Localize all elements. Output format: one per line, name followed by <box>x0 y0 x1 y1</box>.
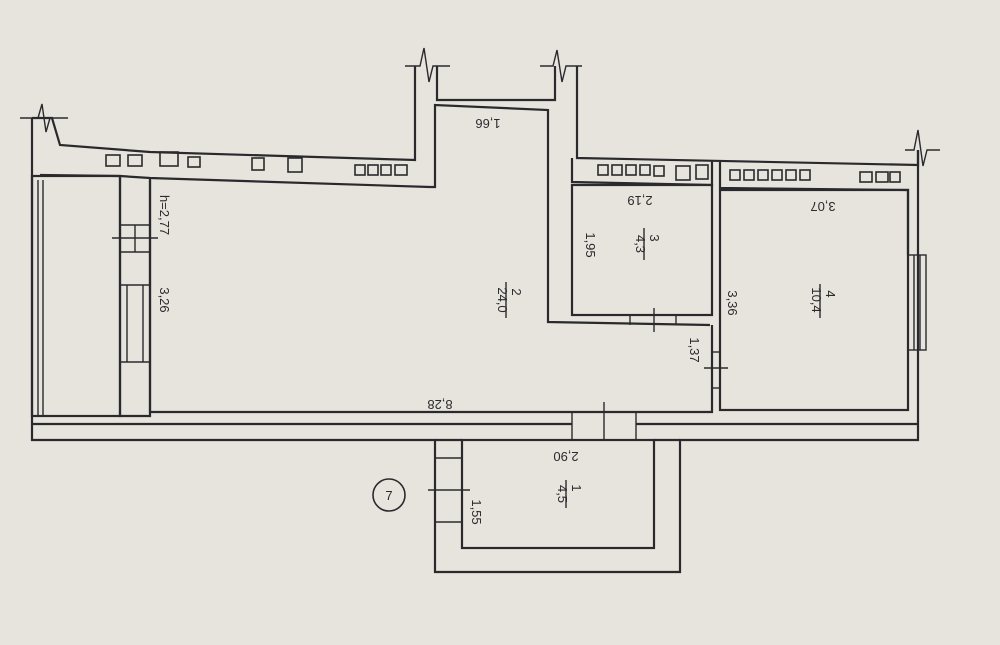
dim-room1-height: 1,55 <box>469 499 484 524</box>
room-labels: 2 24,0 3 4,3 4 10,4 1 4,5 <box>495 228 838 508</box>
height-note: h=2,77 <box>157 195 172 235</box>
room-2-number: 2 <box>509 288 524 295</box>
room-3-number: 3 <box>647 234 662 241</box>
marker-number: 7 <box>385 488 392 503</box>
dim-top-corridor: 1,66 <box>475 116 500 131</box>
dim-room2-height: 3,26 <box>157 287 172 312</box>
room-4-area: 10,4 <box>809 287 824 312</box>
dim-room3-height: 1,95 <box>583 232 598 257</box>
room-3-area: 4,3 <box>633 235 648 253</box>
room-1-number: 1 <box>569 484 584 491</box>
room-4-number: 4 <box>823 290 838 297</box>
dimension-labels: 1,66 2,19 3,07 1,95 3,36 3,26 h=2,77 8,2… <box>157 116 836 525</box>
room-1-area: 4,5 <box>555 485 570 503</box>
room-1 <box>428 438 680 550</box>
circled-marker: 7 <box>372 478 406 512</box>
dim-room4-width: 3,07 <box>810 199 835 214</box>
wall-blocks <box>105 151 901 183</box>
room-4 <box>704 188 927 412</box>
wall-break-marks <box>20 47 940 167</box>
dim-room4-height: 3,36 <box>725 290 740 315</box>
room-3 <box>570 183 714 332</box>
dim-room3-width: 2,19 <box>627 193 652 208</box>
room-2-area: 24,0 <box>495 287 510 312</box>
dim-room2-length: 8,28 <box>427 397 452 412</box>
dim-passage: 1,37 <box>687 337 702 362</box>
dim-room1-width: 2,90 <box>553 449 578 464</box>
